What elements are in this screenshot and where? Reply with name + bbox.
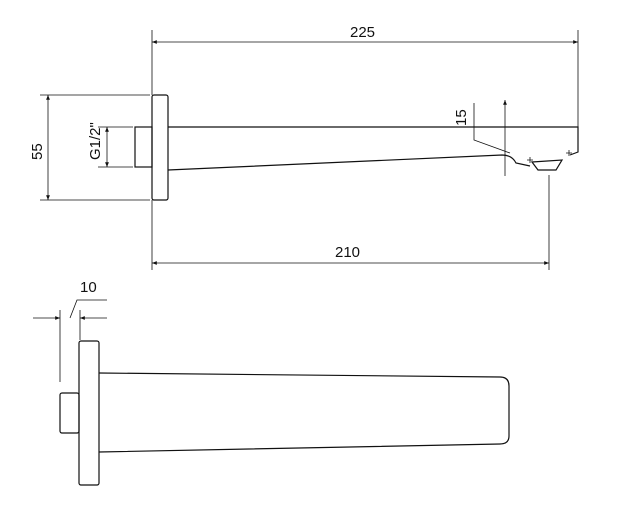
top-view (59, 340, 510, 486)
dim-10-label: 10 (80, 279, 97, 296)
flange (78, 340, 100, 486)
dim-210-label: 210 (335, 244, 360, 261)
thread-nipple (59, 392, 80, 434)
dim-225-label: 225 (350, 24, 375, 41)
dimension-225: 225 (151, 24, 579, 127)
dimension-210: 210 (151, 175, 550, 270)
dimension-15: 15 (453, 100, 511, 176)
spout-top (168, 126, 579, 156)
side-view (134, 94, 579, 201)
aerator (530, 159, 564, 171)
thread-label: G1/2" (87, 122, 104, 160)
flange (151, 94, 169, 201)
spout (98, 372, 510, 453)
dimension-10: 10 (33, 279, 107, 382)
dim-15-label: 15 (453, 109, 470, 126)
dimension-55: 55 (29, 94, 150, 201)
dimension-thread: G1/2" (87, 122, 133, 168)
spout-bottom (167, 154, 531, 171)
thread-nipple (134, 126, 153, 168)
dim-55-label: 55 (29, 143, 46, 160)
